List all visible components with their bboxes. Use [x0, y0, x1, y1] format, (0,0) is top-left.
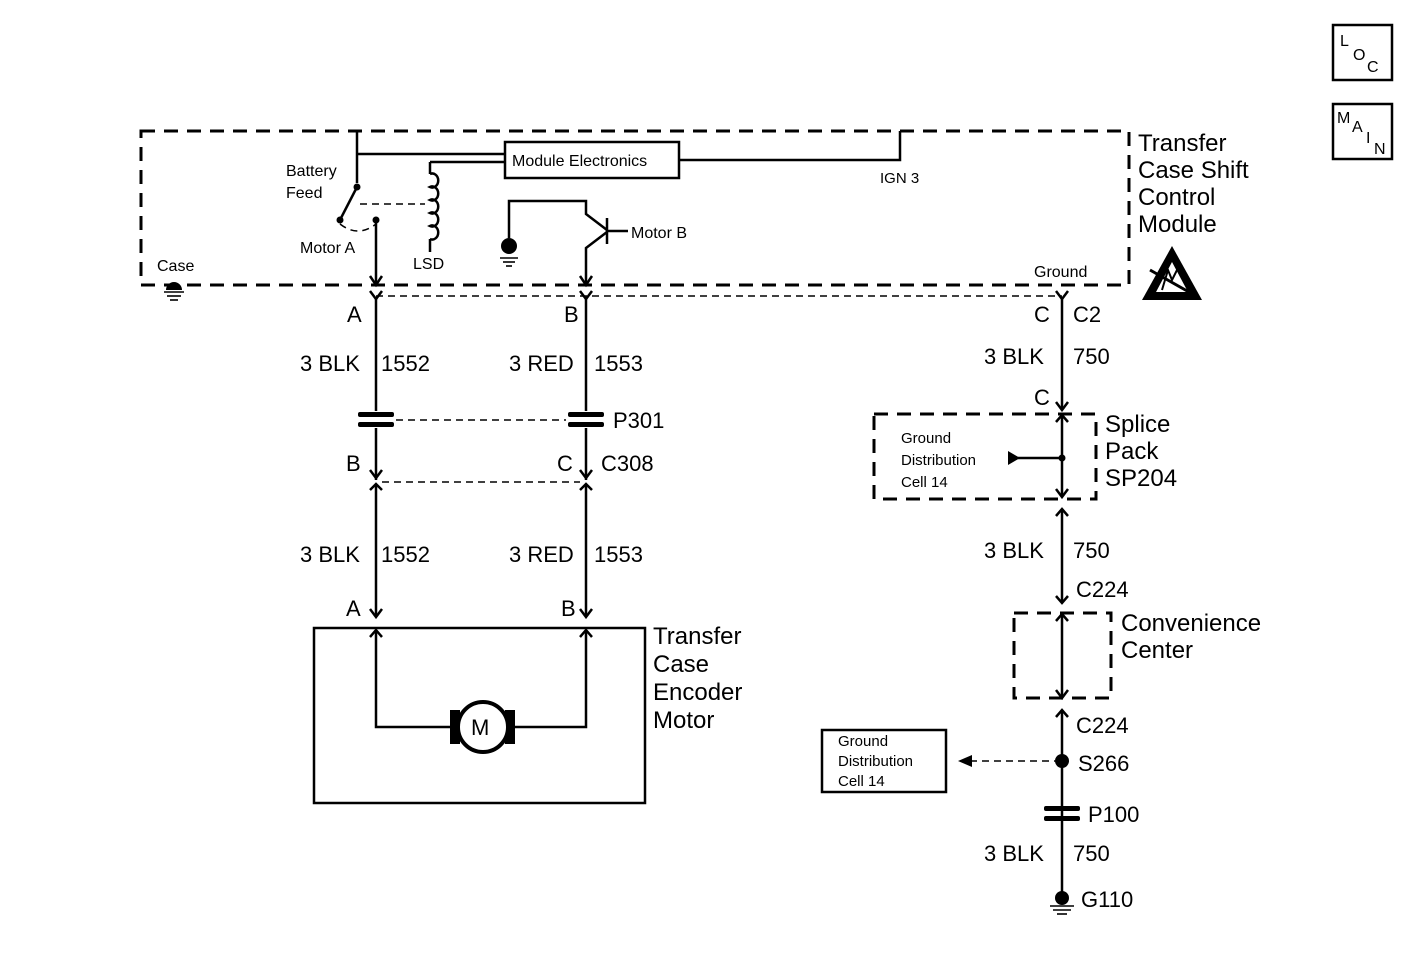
connector-c224-top-label: C224 — [1076, 577, 1129, 602]
module-title-line-1: Transfer — [1138, 130, 1226, 157]
wire-b-color: 3 RED — [509, 351, 574, 376]
module-title-line-2: Case Shift — [1138, 157, 1249, 184]
pin-b-mid: B — [346, 451, 361, 476]
relay-coil — [427, 172, 440, 241]
wire-a-circuit: 1552 — [381, 351, 430, 376]
splice-p301-right — [568, 412, 604, 427]
main-letter-m: M — [1337, 110, 1350, 127]
module-title-line-3: Control — [1138, 184, 1215, 211]
main-letter-a: A — [1352, 119, 1363, 136]
pin-c-top: C — [1034, 302, 1050, 327]
loc-letter-c: C — [1367, 59, 1379, 76]
wire-b-circuit: 1553 — [594, 351, 643, 376]
lsd-label: LSD — [413, 256, 444, 273]
loc-letter-l: L — [1340, 33, 1349, 50]
case-label: Case — [157, 258, 194, 275]
splice-pack-sp204 — [872, 412, 1098, 501]
wire-3-circuit: 750 — [1073, 841, 1110, 866]
circuit-750-ground: C C2 3 BLK 750 C Ground Distribution Cel… — [820, 290, 1261, 915]
encoder-title-line-1: Transfer — [653, 623, 741, 650]
relay-switch-contact — [339, 186, 359, 219]
module-electronics-label: Module Electronics — [512, 153, 647, 170]
splice-p301-label: P301 — [613, 408, 664, 433]
loc-letter-o: O — [1353, 47, 1365, 64]
wire-a2-color: 3 BLK — [300, 542, 360, 567]
splice-p301-left — [358, 412, 394, 427]
wire-2-color: 3 BLK — [984, 538, 1044, 563]
splice-p100-label: P100 — [1088, 802, 1139, 827]
encoder-title-line-3: Encoder — [653, 679, 742, 706]
splice-p100 — [1044, 806, 1080, 821]
wire-b2-circuit: 1553 — [594, 542, 643, 567]
ign-3-label: IGN 3 — [880, 170, 919, 187]
battery-feed-label-2: Feed — [286, 185, 322, 202]
main-letter-n: N — [1374, 141, 1386, 158]
loc-button[interactable]: L O C — [1331, 23, 1394, 82]
motor-symbol-icon — [450, 700, 515, 754]
connector-c308-label: C308 — [601, 451, 654, 476]
ground-dist-box-line-2: Distribution — [838, 753, 913, 770]
convenience-center-label-1: Convenience — [1121, 610, 1261, 637]
wire-1-circuit: 750 — [1073, 344, 1110, 369]
encoder-title-line-2: Case — [653, 651, 709, 678]
control-module: Transfer Case Shift Control Module Modul… — [139, 129, 1249, 301]
wire-a2-circuit: 1552 — [381, 542, 430, 567]
pin-a-bottom: A — [346, 596, 361, 621]
main-letter-i: I — [1366, 130, 1370, 147]
splice-pack-label-3: SP204 — [1105, 465, 1177, 492]
circuit-1552-1553: A B 3 BLK 1552 3 RED 1553 P301 B C C308 … — [300, 290, 1062, 621]
motor-b-label: Motor B — [631, 225, 687, 242]
module-boundary — [139, 129, 1131, 287]
ground-distribution-box[interactable] — [820, 728, 948, 794]
splice-s266-label: S266 — [1078, 751, 1129, 776]
splice-pack-label-2: Pack — [1105, 438, 1159, 465]
esd-warning-icon — [1142, 246, 1202, 300]
wire-1-color: 3 BLK — [984, 344, 1044, 369]
ground-dist-box-line-3: Cell 14 — [838, 773, 885, 790]
ground-g110-label: G110 — [1081, 887, 1133, 912]
module-electronics-box — [503, 140, 681, 180]
case-ground-icon — [164, 282, 184, 301]
connector-c2-label: C2 — [1073, 302, 1101, 327]
module-title-line-4: Module — [1138, 211, 1217, 238]
wire-3-color: 3 BLK — [984, 841, 1044, 866]
ground-label: Ground — [1034, 264, 1087, 281]
motor-a-label: Motor A — [300, 240, 355, 257]
connector-c224-bottom-label: C224 — [1076, 713, 1129, 738]
sp204-ground-dist-3: Cell 14 — [901, 474, 948, 491]
ground-g110-icon — [1050, 891, 1074, 915]
main-button[interactable]: M A I N — [1331, 102, 1394, 161]
wire-a-color: 3 BLK — [300, 351, 360, 376]
wire-2-circuit: 750 — [1073, 538, 1110, 563]
motor-symbol-label: M — [471, 715, 489, 740]
pin-b-top: B — [564, 302, 579, 327]
convenience-center-label-2: Center — [1121, 637, 1193, 664]
pin-b-bottom: B — [561, 596, 576, 621]
sp204-ground-dist-1: Ground — [901, 430, 951, 447]
battery-feed-label-1: Battery — [286, 163, 337, 180]
sp204-ground-dist-2: Distribution — [901, 452, 976, 469]
ground-dist-box-line-1: Ground — [838, 733, 888, 750]
splice-pack-label-1: Splice — [1105, 411, 1170, 438]
pin-a-top: A — [347, 302, 362, 327]
pin-c-splice: C — [1034, 385, 1050, 410]
encoder-motor: M Transfer Case Encoder Motor — [312, 623, 742, 805]
wire-b2-color: 3 RED — [509, 542, 574, 567]
pin-c-mid: C — [557, 451, 573, 476]
encoder-title-line-4: Motor — [653, 707, 714, 734]
splice-s266 — [1055, 754, 1069, 768]
